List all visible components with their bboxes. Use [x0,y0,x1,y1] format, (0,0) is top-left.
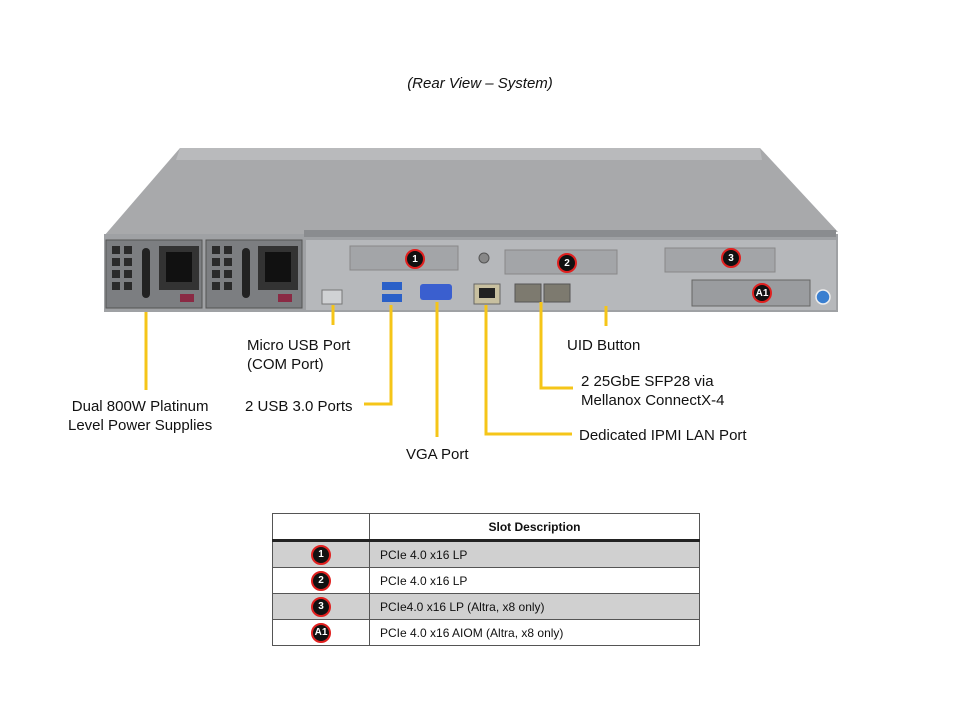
chassis-top-rail [176,148,762,160]
table-row: A1 PCIe 4.0 x16 AIOM (Altra, x8 only) [272,619,700,646]
slot-description-table: Slot Description 1 PCIe 4.0 x16 LP 2 PCI… [272,513,700,646]
label-line: Mellanox ConnectX-4 [581,392,725,409]
label-line: 2 25GbE SFP28 via [581,373,714,390]
label-sfp28: 2 25GbE SFP28 via Mellanox ConnectX-4 [581,372,724,410]
table-cell-slot: 3 [272,593,370,620]
diagram-title: (Rear View – System) [407,75,553,92]
slot-badge-3: 3 [721,248,741,268]
pcie-slot-1-bracket [349,245,459,271]
table-header-empty [272,513,370,542]
label-micro-usb: Micro USB Port (COM Port) [247,336,350,374]
label-ipmi-lan: Dedicated IPMI LAN Port [579,427,747,444]
power-supply-1 [105,239,203,309]
slot-badge: 3 [311,596,331,617]
power-supply-2 [205,239,303,309]
label-vga: VGA Port [406,446,469,463]
micro-usb-port [321,289,343,305]
slot-badge: 2 [311,570,331,591]
table-row: 2 PCIe 4.0 x16 LP [272,567,700,594]
label-uid: UID Button [567,337,641,354]
table-header-row: Slot Description [272,513,700,542]
chassis-top-cover [104,148,838,236]
aiom-slot-bracket [691,279,811,307]
sfp28-port-2 [543,283,571,303]
vga-port [420,284,452,300]
label-line: (COM Port) [247,356,324,373]
table-cell-description: PCIe 4.0 x16 LP [369,540,700,568]
pcie-slot-3-bracket [664,247,776,273]
uid-button [815,289,831,305]
slot-badge-a1: A1 [752,283,772,303]
label-power-supplies: Dual 800W Platinum Level Power Supplies [68,397,212,435]
table-cell-slot: 1 [272,540,370,568]
slot-badge: A1 [311,622,331,643]
callout-line-usb30 [364,305,393,406]
callout-line-ipmi [484,305,572,436]
label-line: Dual 800W Platinum [71,398,209,415]
table-cell-slot: A1 [272,619,370,646]
table-cell-description: PCIe4.0 x16 LP (Altra, x8 only) [369,593,700,620]
table-header-slot-description: Slot Description [369,513,700,542]
slot-badge-1: 1 [405,249,425,269]
slot-badge-2: 2 [557,253,577,273]
slot-badge: 1 [311,544,331,565]
label-usb30: 2 USB 3.0 Ports [245,398,353,415]
vent-strip [304,230,836,237]
label-line: Micro USB Port [247,337,351,354]
screw-icon [478,252,490,264]
sfp28-port-1 [514,283,542,303]
table-cell-slot: 2 [272,567,370,594]
usb30-port-top [382,282,402,290]
table-cell-description: PCIe 4.0 x16 LP [369,567,700,594]
table-row: 1 PCIe 4.0 x16 LP [272,540,700,568]
label-line: Level Power Supplies [68,417,213,434]
table-row: 3 PCIe4.0 x16 LP (Altra, x8 only) [272,593,700,620]
table-cell-description: PCIe 4.0 x16 AIOM (Altra, x8 only) [369,619,700,646]
usb30-port-bottom [382,294,402,302]
callout-line-sfp28 [539,302,573,390]
